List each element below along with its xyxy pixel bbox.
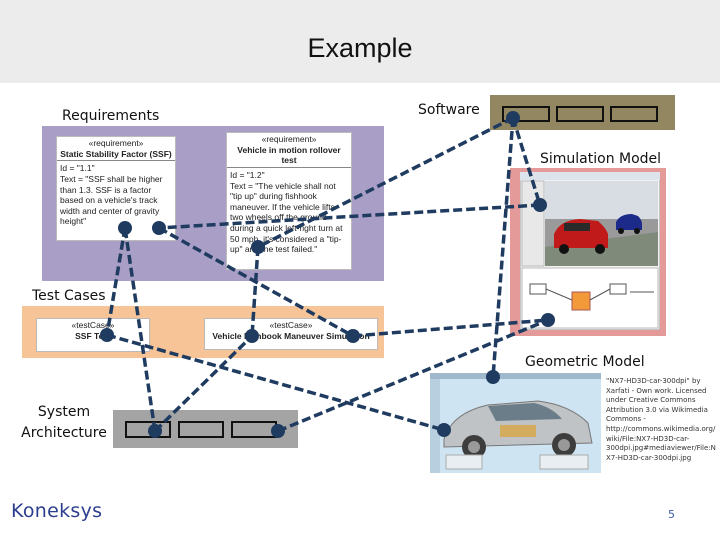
requirement-card-body: Id = "1.2" Text = "The vehicle shall not… [227,168,351,257]
requirement-card-body: Id = "1.1" Text = "SSF shall be higher t… [57,161,175,229]
link-node [506,111,520,125]
link-node [100,328,114,342]
link-line [511,117,542,206]
geometric-model-label: Geometric Model [525,354,645,370]
requirement-card-header: «requirement» Vehicle in motion rollover… [227,133,351,168]
link-node [251,240,265,254]
test-case-stereotype: «testCase» [269,320,313,330]
link-line [158,226,354,338]
link-node [118,221,132,235]
link-line [106,333,445,432]
slide-title: Example [307,33,413,63]
link-node [486,370,500,384]
link-node [271,424,285,438]
requirement-text: Text = "SSF shall be higher than 1.3. SS… [60,173,163,227]
link-line [105,227,127,336]
link-node [148,424,162,438]
requirement-stereotype: «requirement» [261,134,317,144]
architecture-block[interactable] [125,421,171,438]
simulation-model-label: Simulation Model [540,151,662,167]
page-number: 5 [668,508,675,521]
test-case-card-ssf[interactable]: «testCase» SSF Test [36,318,150,352]
software-block[interactable] [502,106,550,122]
system-architecture-label: System Architecture [14,402,114,444]
requirement-text: Text = "The vehicle shall not "tip up" d… [230,180,343,255]
link-node [152,221,166,235]
link-line [158,203,541,230]
requirement-id: Id = "1.2" [230,169,265,180]
link-line [153,334,254,433]
link-line [250,246,260,337]
requirement-stereotype: «requirement» [88,138,144,148]
system-architecture-label-line1: System [37,404,91,420]
software-label: Software [418,102,480,118]
test-case-header: «testCase» Vehicle Fishbook Maneuver Sim… [205,319,377,342]
requirement-card-header: «requirement» Static Stability Factor (S… [57,137,175,162]
requirement-name: Static Stability Factor (SSF) [60,148,172,159]
link-node [346,329,360,343]
link-line [491,117,515,378]
simulation-screenshot[interactable] [520,172,660,330]
link-node [541,313,555,327]
software-bar [490,95,675,130]
requirement-card-rollover[interactable]: «requirement» Vehicle in motion rollover… [226,132,352,270]
image-attribution: "NX7-HD3D-car-300dpi" by Xarfati - Own w… [606,377,716,462]
test-case-card-fishbook[interactable]: «testCase» Vehicle Fishbook Maneuver Sim… [204,318,378,350]
link-node [533,198,547,212]
system-architecture-label-line2: Architecture [21,425,107,441]
system-architecture-bar [113,410,298,448]
requirements-label: Requirements [62,108,160,124]
requirement-id: Id = "1.1" [60,163,95,174]
test-case-name: SSF Test [75,330,111,341]
test-case-header: «testCase» SSF Test [37,319,149,342]
requirement-name: Vehicle in motion rollover test [237,144,341,166]
koneksys-logo: Koneksys [11,500,103,522]
geometric-model-image[interactable] [430,373,601,473]
link-line [123,227,157,432]
software-block[interactable] [610,106,658,122]
link-node [437,423,451,437]
test-case-stereotype: «testCase» [71,320,115,330]
test-case-name: Vehicle Fishbook Maneuver Simulation [212,330,370,341]
link-line [257,116,514,249]
link-line [352,318,549,338]
software-block[interactable] [556,106,604,122]
title-band [0,0,720,83]
architecture-block[interactable] [178,421,224,438]
test-cases-label: Test Cases [32,288,106,304]
link-line [277,318,549,433]
link-node [245,329,259,343]
